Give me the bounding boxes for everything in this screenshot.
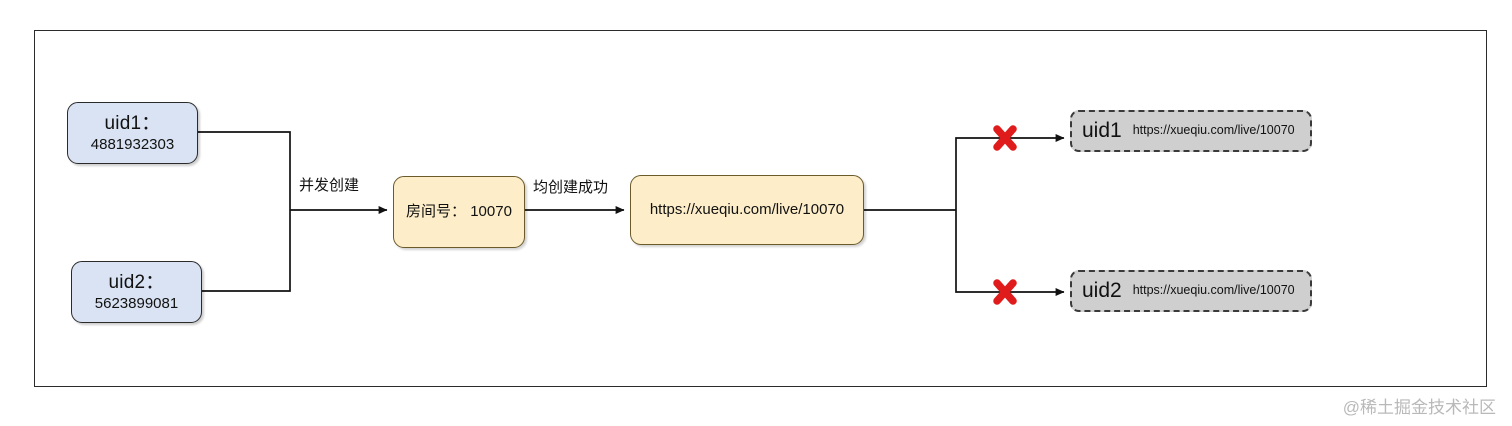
- node-url[interactable]: https://xueqiu.com/live/10070: [630, 175, 864, 245]
- diagram-frame: [34, 30, 1487, 387]
- node-user1[interactable]: uid1： 4881932303: [67, 102, 198, 164]
- edge-label-both-created: 均创建成功: [533, 179, 609, 196]
- node-room[interactable]: 房间号： 10070: [393, 176, 525, 248]
- node-user1-label: uid1：: [104, 112, 161, 134]
- node-result-user1[interactable]: uid1 https://xueqiu.com/live/10070: [1070, 110, 1312, 152]
- node-user2[interactable]: uid2： 5623899081: [71, 261, 202, 323]
- node-user1-value: 4881932303: [90, 135, 175, 153]
- edge-label-concurrent-create: 并发创建: [299, 177, 360, 194]
- node-user2-value: 5623899081: [94, 294, 179, 312]
- node-result-user2-url: https://xueqiu.com/live/10070: [1132, 283, 1295, 298]
- node-url-label: https://xueqiu.com/live/10070: [649, 200, 845, 218]
- watermark: @稀土掘金技术社区: [1342, 398, 1496, 417]
- node-result-user2-uid: uid2: [1082, 278, 1122, 302]
- node-room-label: 房间号： 10070: [406, 202, 512, 220]
- node-result-user2[interactable]: uid2 https://xueqiu.com/live/10070: [1070, 270, 1312, 312]
- node-result-user1-uid: uid1: [1082, 118, 1122, 142]
- node-user2-label: uid2：: [108, 271, 165, 293]
- node-result-user1-url: https://xueqiu.com/live/10070: [1132, 123, 1295, 138]
